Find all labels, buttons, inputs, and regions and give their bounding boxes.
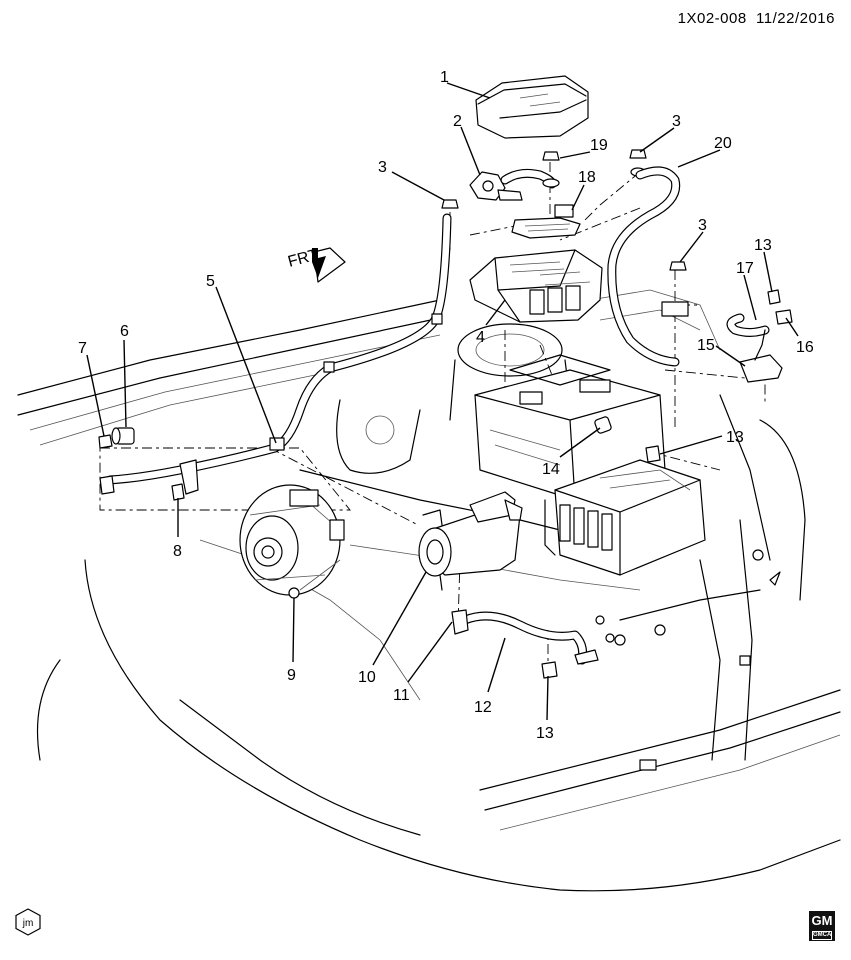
assembly-guide-lines: [99, 162, 766, 675]
callout-10: 10: [358, 669, 376, 686]
callout-11: 11: [393, 687, 410, 704]
gm-logo-subtext: GMCA: [812, 931, 832, 940]
callout-12: 12: [474, 699, 492, 716]
callout-8: 8: [173, 543, 182, 560]
callout-2: 2: [453, 113, 462, 130]
callout-5: 5: [206, 273, 215, 290]
gm-logo-icon: GM GMCA: [809, 911, 835, 941]
battery-tray: [544, 459, 706, 576]
callout-numbers: 1 2 3 3 3 4 5 6 7 8 9 10 11 12 13 13 13 …: [78, 69, 814, 742]
callout-7: 7: [78, 340, 87, 357]
terminal-bracket: [511, 204, 581, 239]
starter-cable: [105, 213, 452, 495]
front-direction-indicator: FRT: [286, 246, 346, 283]
hardware-nuts: [441, 149, 687, 271]
callout-17: 17: [736, 260, 754, 277]
ground-cable: [451, 609, 615, 679]
callout-15: 15: [697, 337, 715, 354]
leader-lines: [86, 82, 799, 721]
cable-terminal-cap: [98, 427, 135, 495]
callout-20: 20: [714, 135, 732, 152]
callout-13: 13: [536, 725, 554, 742]
callout-13: 13: [754, 237, 772, 254]
fuse-block-cover: [475, 75, 589, 139]
generator: [239, 484, 345, 599]
nut-13: [645, 445, 661, 463]
callout-6: 6: [120, 323, 129, 340]
vehicle-body: [17, 289, 841, 892]
callout-9: 9: [287, 667, 296, 684]
callout-14: 14: [542, 461, 560, 478]
callout-3: 3: [698, 217, 707, 234]
battery-terminal-cable: [469, 168, 557, 201]
diagram-code: 1X02-008: [677, 10, 747, 27]
positive-cable: [607, 166, 689, 367]
jm-symbol-text: jm: [22, 918, 34, 929]
nut-8: [171, 483, 185, 501]
callout-18: 18: [578, 169, 596, 186]
callout-19: 19: [590, 137, 608, 154]
jm-hex-icon: jm: [15, 908, 41, 936]
gm-logo-text: GM: [811, 913, 833, 928]
diagram-header: 1X02-008 11/22/2016: [678, 10, 835, 27]
diagram-date: 11/22/2016: [756, 10, 835, 27]
callout-4: 4: [476, 329, 485, 346]
callout-3: 3: [672, 113, 681, 130]
junction-harness: [726, 289, 793, 383]
callout-13: 13: [726, 429, 744, 446]
callout-1: 1: [440, 69, 449, 86]
callout-16: 16: [796, 339, 814, 356]
underhood-fuse-block: [469, 249, 603, 323]
starter: [418, 491, 523, 591]
callout-3: 3: [378, 159, 387, 176]
